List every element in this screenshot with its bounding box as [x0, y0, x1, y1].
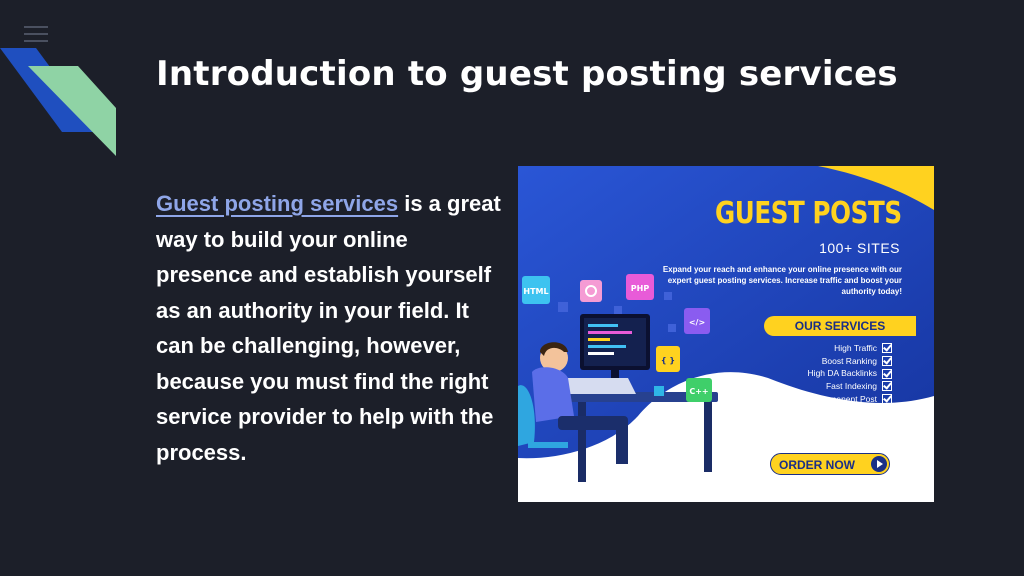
guest-posts-ad-image: HTML PHP </> { } C++ GUEST POSTS 100+ SI…: [518, 166, 934, 502]
check-icon: [882, 381, 892, 392]
feature-item: High Traffic: [808, 342, 892, 355]
feature-item: Boost Ranking: [808, 355, 892, 368]
ad-subheadline: 100+ SITES: [819, 240, 900, 256]
check-icon: [882, 394, 892, 405]
ad-description: Expand your reach and enhance your onlin…: [662, 265, 902, 296]
ad-headline: GUEST POSTS: [715, 196, 902, 231]
feature-item: High DA Backlinks: [808, 367, 892, 380]
svg-text:{ }: { }: [661, 356, 675, 365]
svg-text:HTML: HTML: [523, 287, 548, 296]
feature-item: Fast Indexing: [808, 380, 892, 393]
check-icon: [882, 356, 892, 367]
feature-item: Parmanent Post: [808, 393, 892, 406]
body-paragraph: Guest posting services is a great way to…: [156, 186, 506, 470]
html-tag-icon: HTML: [522, 276, 550, 304]
check-icon: [882, 368, 892, 379]
menu-icon[interactable]: [24, 26, 48, 42]
svg-text:C++: C++: [689, 387, 708, 396]
play-icon: [871, 456, 887, 472]
ad-illustration: HTML PHP </> { } C++: [518, 166, 934, 482]
body-text: is a great way to build your online pres…: [156, 191, 501, 465]
check-icon: [882, 343, 892, 354]
order-now-label: ORDER NOW: [779, 458, 855, 472]
page-title: Introduction to guest posting services: [156, 54, 898, 94]
code-brackets-icon: </>: [684, 308, 710, 334]
order-now-button: ORDER NOW: [770, 453, 890, 475]
cpp-tag-icon: C++: [686, 378, 712, 402]
svg-text:</>: </>: [689, 318, 705, 327]
services-label: OUR SERVICES: [764, 316, 916, 336]
php-tag-icon: PHP: [626, 274, 654, 300]
guest-posting-link[interactable]: Guest posting services: [156, 191, 399, 216]
svg-text:PHP: PHP: [631, 284, 650, 293]
decorative-stripes: [0, 48, 116, 156]
gear-icon: [580, 280, 602, 302]
curly-braces-icon: { }: [656, 346, 680, 372]
feature-list: High Traffic Boost Ranking High DA Backl…: [808, 342, 892, 405]
